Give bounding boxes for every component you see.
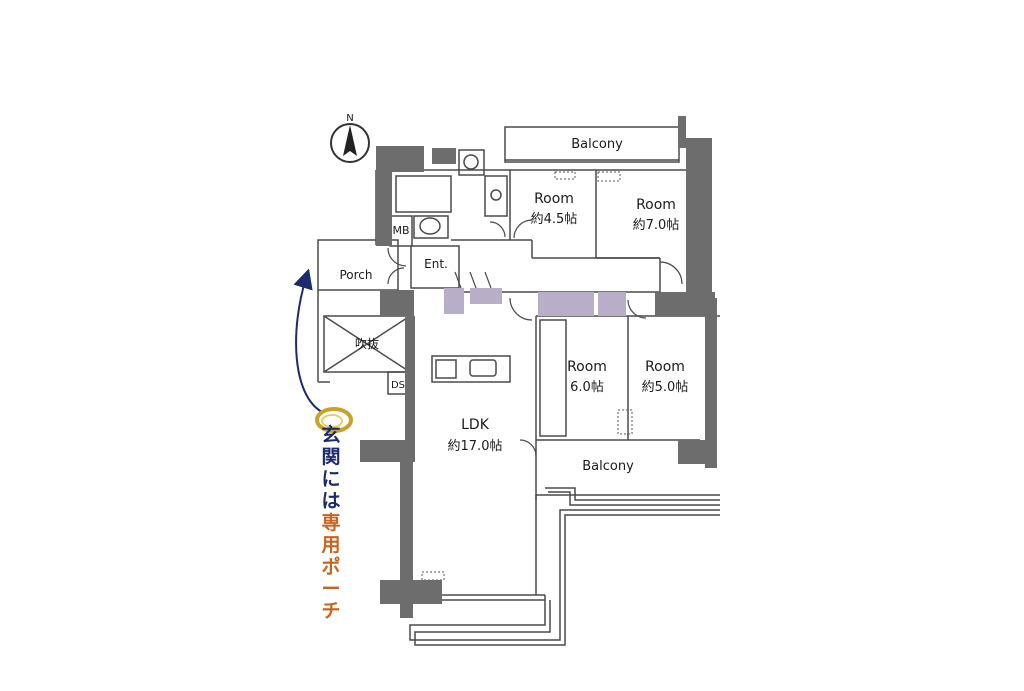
- closets: [444, 288, 626, 316]
- room-c-size: 6.0帖: [570, 380, 604, 395]
- room-b-size: 約7.0帖: [633, 218, 680, 233]
- porch-callout-graphic: [293, 268, 353, 433]
- callout-char: ポ: [321, 556, 341, 578]
- callout-char: 玄: [321, 424, 341, 446]
- balcony-south-label: Balcony: [582, 459, 634, 474]
- callout-char: 専: [321, 512, 341, 534]
- room-b-label: Room: [636, 197, 676, 213]
- callout-char: チ: [321, 600, 341, 622]
- room-d-label: Room: [645, 359, 685, 375]
- callout-char: ー: [321, 578, 341, 600]
- walls: [360, 116, 717, 618]
- room-labels: Balcony Room 約4.5帖 Room 約7.0帖 MB Ent. Po…: [339, 137, 688, 474]
- callout-char: 用: [321, 534, 341, 556]
- void-label: 吹抜: [355, 337, 379, 351]
- porch-callout-text: 玄 関 に は 専 用 ポ ー チ: [320, 424, 342, 622]
- balcony-north-label: Balcony: [571, 137, 623, 152]
- door-swings: [387, 219, 683, 457]
- compass-letter: N: [346, 113, 353, 124]
- room-c-label: Room: [567, 359, 607, 375]
- callout-char: に: [321, 468, 341, 490]
- room-a-label: Room: [534, 191, 574, 207]
- ds-label: DS: [391, 380, 405, 391]
- room-d-size: 約5.0帖: [642, 380, 689, 395]
- ldk-label: LDK: [461, 417, 490, 433]
- dashed-fixtures: [421, 171, 633, 581]
- callout-char: 関: [321, 446, 341, 468]
- room-a-size: 約4.5帖: [531, 212, 578, 227]
- ring-icon: [315, 407, 353, 433]
- north-compass: N: [330, 113, 370, 163]
- entrance-label: Ent.: [424, 257, 448, 271]
- callout-arrow: [293, 268, 323, 413]
- callout-char: は: [321, 490, 341, 512]
- ldk-size: 約17.0帖: [448, 439, 503, 454]
- porch-label: Porch: [339, 268, 372, 282]
- mb-label: MB: [392, 224, 409, 237]
